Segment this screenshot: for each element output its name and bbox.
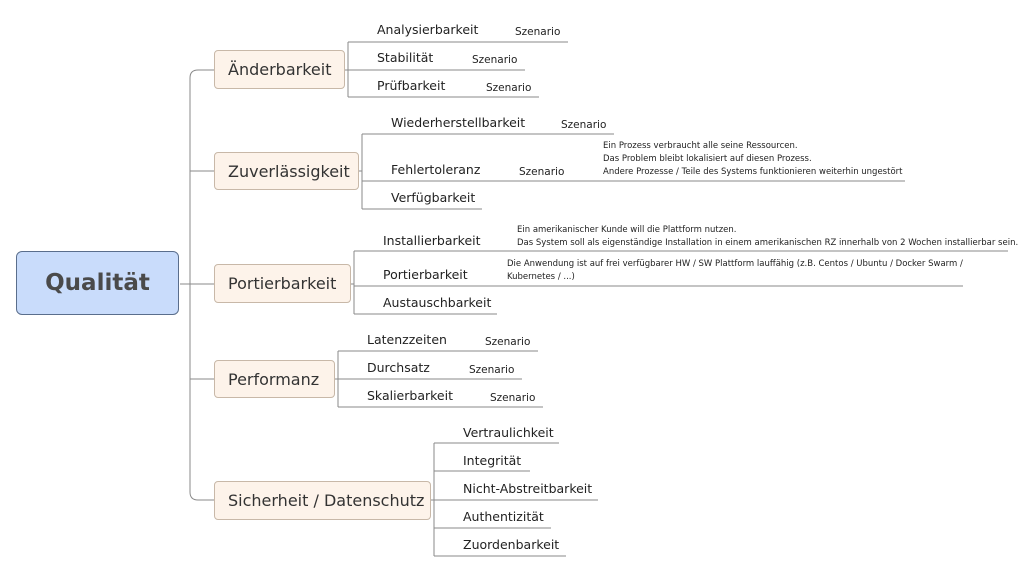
note-line: Kubernetes / ...) [507, 272, 575, 282]
note-line: Das System soll als eigenständige Instal… [517, 238, 1019, 248]
leaf-nicht-abstreitbarkeit[interactable]: Nicht-Abstreitbarkeit [463, 481, 593, 496]
branch-performanz[interactable]: Performanz [214, 360, 335, 398]
leaf-analysierbarkeit[interactable]: Analysierbarkeit [377, 22, 479, 37]
branch-aenderbarkeit[interactable]: Änderbarkeit [214, 50, 345, 89]
note-line: Andere Prozesse / Teile des Systems funk… [603, 167, 903, 177]
scenario-fehlertoleranz[interactable]: Szenario [519, 166, 565, 178]
leaf-austauschbarkeit[interactable]: Austauschbarkeit [383, 295, 492, 310]
scenario-wiederherstellbarkeit[interactable]: Szenario [561, 119, 607, 131]
leaf-authentizitaet[interactable]: Authentizität [463, 509, 544, 524]
note-installierbarkeit[interactable]: Ein amerikanischer Kunde will die Plattf… [517, 224, 1018, 250]
branch-sicherheit-datenschutz[interactable]: Sicherheit / Datenschutz [214, 481, 431, 520]
scenario-latenzzeiten[interactable]: Szenario [485, 336, 531, 348]
leaf-portierbarkeit[interactable]: Portierbarkeit [383, 267, 468, 282]
leaf-wiederherstellbarkeit[interactable]: Wiederherstellbarkeit [391, 115, 526, 130]
leaf-zuordenbarkeit[interactable]: Zuordenbarkeit [463, 537, 560, 552]
leaf-pruefbarkeit[interactable]: Prüfbarkeit [377, 78, 446, 93]
trunk-line [189, 69, 214, 501]
leaf-verfuegbarkeit[interactable]: Verfügbarkeit [391, 190, 476, 205]
scenario-stabilitaet[interactable]: Szenario [472, 54, 518, 66]
root-node-qualitaet[interactable]: Qualität [16, 251, 179, 315]
scenario-durchsatz[interactable]: Szenario [469, 364, 515, 376]
scenario-pruefbarkeit[interactable]: Szenario [486, 82, 532, 94]
leaf-latenzzeiten[interactable]: Latenzzeiten [367, 332, 447, 347]
leaf-fehlertoleranz[interactable]: Fehlertoleranz [391, 162, 481, 177]
leaf-stabilitaet[interactable]: Stabilität [377, 50, 434, 65]
note-line: Ein amerikanischer Kunde will die Plattf… [517, 225, 737, 235]
leaf-installierbarkeit[interactable]: Installierbarkeit [383, 233, 481, 248]
scenario-analysierbarkeit[interactable]: Szenario [515, 26, 561, 38]
branch-zuverlaessigkeit[interactable]: Zuverlässigkeit [214, 152, 359, 190]
note-line: Die Anwendung ist auf frei verfügbarer H… [507, 259, 963, 269]
note-portierbarkeit[interactable]: Die Anwendung ist auf frei verfügbarer H… [507, 258, 963, 284]
branch-portierbarkeit[interactable]: Portierbarkeit [214, 264, 351, 303]
leaf-integritaet[interactable]: Integrität [463, 453, 522, 468]
leaf-durchsatz[interactable]: Durchsatz [367, 360, 430, 375]
note-fehlertoleranz[interactable]: Ein Prozess verbraucht alle seine Ressou… [603, 140, 902, 179]
leaf-vertraulichkeit[interactable]: Vertraulichkeit [463, 425, 554, 440]
note-line: Das Problem bleibt lokalisiert auf diese… [603, 154, 812, 164]
scenario-skalierbarkeit[interactable]: Szenario [490, 392, 536, 404]
leaf-skalierbarkeit[interactable]: Skalierbarkeit [367, 388, 453, 403]
note-line: Ein Prozess verbraucht alle seine Ressou… [603, 141, 798, 151]
